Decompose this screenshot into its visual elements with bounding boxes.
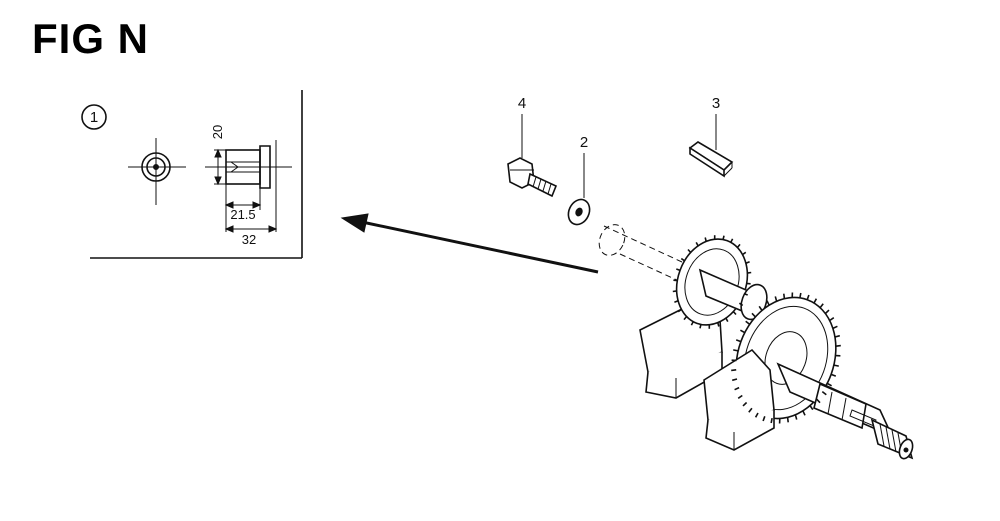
- gear-tooth: [742, 401, 748, 407]
- gear-tooth: [738, 302, 744, 307]
- gear-tooth: [813, 298, 818, 304]
- gear-tooth: [821, 390, 827, 396]
- gear-tooth: [674, 299, 679, 303]
- gear-tooth: [834, 334, 841, 338]
- gear-tooth: [717, 322, 720, 327]
- gear-tooth: [725, 317, 729, 322]
- callout-key: 3: [712, 95, 720, 112]
- dimension-overall-length: 32: [224, 225, 278, 247]
- shaft-end-view: [128, 138, 186, 205]
- gear-tooth: [676, 268, 681, 272]
- gear-tooth: [680, 257, 686, 262]
- gear-tooth: [731, 378, 738, 382]
- upper-gear-teeth: [672, 235, 752, 329]
- gear-tooth: [743, 292, 748, 296]
- detail-ref-number: 1: [90, 109, 98, 126]
- figure-title: FIG N: [32, 15, 149, 62]
- gear-tooth: [734, 386, 740, 391]
- gear-tooth: [830, 373, 837, 377]
- gear-tooth: [683, 315, 688, 321]
- detail-inset: 1: [81, 90, 303, 259]
- gear-tooth: [704, 237, 707, 242]
- gear-tooth: [747, 271, 752, 274]
- gear-tooth: [735, 339, 742, 343]
- dimension-inner-length-label: 21.5: [230, 207, 255, 222]
- gear-tooth: [833, 364, 839, 367]
- gear-tooth: [774, 296, 778, 302]
- callout-bolt: 4: [518, 95, 526, 112]
- gear-tooth: [677, 308, 682, 313]
- gear-tooth: [672, 290, 677, 293]
- dimension-inner-length: 21.5: [224, 201, 262, 222]
- gear-tooth: [690, 321, 694, 326]
- gear-tooth: [754, 412, 759, 418]
- gear-tooth: [783, 293, 786, 299]
- gear-tooth: [802, 410, 806, 416]
- gear-tooth: [770, 417, 773, 424]
- gear-tooth: [751, 312, 756, 318]
- gear-tooth: [794, 414, 798, 420]
- gear-tooth: [722, 235, 725, 240]
- gear-tooth: [733, 349, 739, 352]
- gear-tooth: [819, 303, 824, 309]
- dimension-height: 20: [210, 125, 225, 186]
- gear-tooth: [826, 382, 832, 387]
- gear-tooth: [835, 344, 841, 347]
- gear-tooth: [687, 248, 692, 254]
- washer-part: 2: [567, 134, 591, 226]
- gear-tooth: [748, 407, 753, 413]
- gear-tooth: [799, 292, 802, 299]
- gear-tooth: [730, 238, 734, 243]
- gear-tooth: [745, 320, 751, 326]
- gear-tooth: [824, 309, 830, 315]
- dimension-height-label: 20: [210, 125, 225, 139]
- detail-pointer-arrow: [340, 213, 599, 274]
- callout-washer: 2: [580, 134, 588, 151]
- shaft-side-view: [205, 140, 292, 232]
- gear-tooth: [742, 251, 747, 256]
- gear-tooth: [766, 300, 770, 306]
- gear-tooth: [786, 417, 789, 423]
- main-gear-teeth: [731, 292, 841, 424]
- gear-tooth: [832, 325, 838, 330]
- gear-tooth: [737, 394, 743, 399]
- gear-tooth: [740, 329, 746, 334]
- dimension-overall-length-label: 32: [242, 232, 256, 247]
- gear-tooth: [758, 305, 763, 311]
- gear-tooth: [731, 369, 737, 372]
- gear-tooth: [806, 294, 810, 300]
- key-part: 3: [688, 95, 734, 178]
- gear-tooth: [695, 242, 699, 247]
- gear-tooth: [699, 324, 702, 329]
- gear-tooth: [816, 398, 821, 404]
- detail-ref-circle: [81, 104, 107, 130]
- gear-tooth: [809, 405, 814, 411]
- gear-tooth: [736, 243, 741, 249]
- gear-tooth: [745, 261, 750, 265]
- gear-tooth: [829, 317, 835, 322]
- bolt-part: 4: [507, 95, 558, 198]
- gear-tooth: [762, 416, 766, 422]
- crankshaft-assembly: [598, 224, 914, 460]
- phantom-shaft-end: [598, 224, 691, 287]
- gear-tooth: [732, 310, 737, 316]
